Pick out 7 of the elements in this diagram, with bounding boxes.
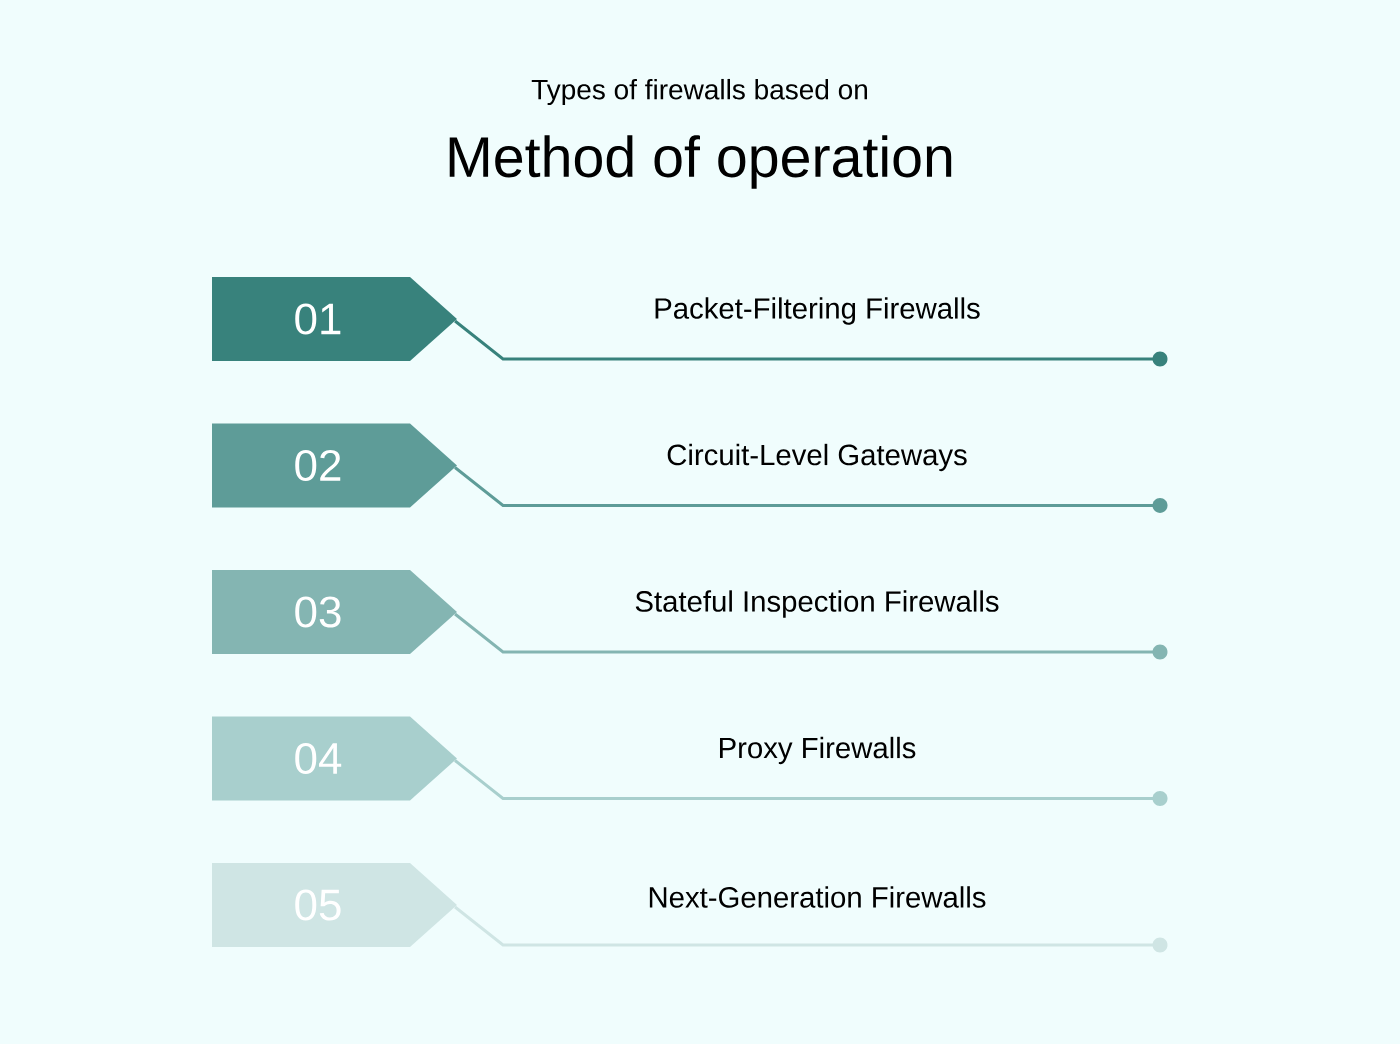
item-label: Next-Generation Firewalls — [649, 886, 986, 908]
item-label: Proxy Firewalls — [720, 736, 916, 765]
subtitle: Types of firewalls based on — [531, 78, 867, 106]
title: Method of operation — [449, 135, 952, 189]
item-label: Stateful Inspection Firewalls — [635, 590, 999, 618]
item-label: Packet-Filtering Firewalls — [655, 297, 980, 325]
item-label: Circuit-Level Gateways — [667, 443, 967, 472]
